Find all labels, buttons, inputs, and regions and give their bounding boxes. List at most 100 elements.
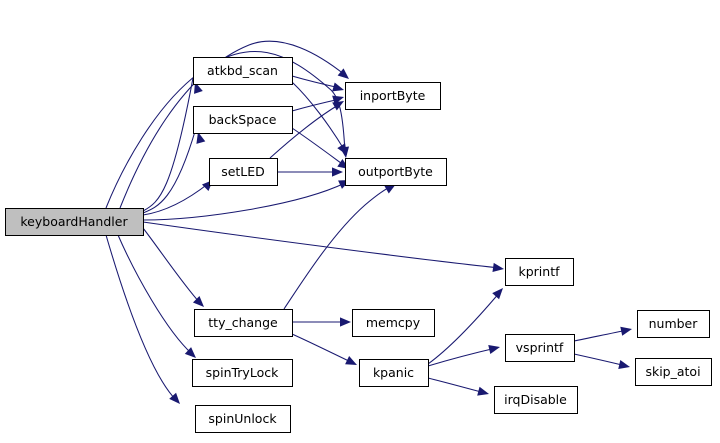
node-box[interactable] — [193, 106, 293, 134]
edge-keyboardHandler-to-setLED — [142, 180, 213, 216]
edge-line — [142, 182, 210, 216]
edge-vsprintf-to-skip_atoi — [573, 353, 630, 370]
arrowhead-icon — [337, 143, 347, 155]
arrowhead-icon — [384, 184, 396, 194]
edge-line — [119, 40, 346, 209]
node-irqDisable[interactable]: irqDisable — [494, 386, 578, 414]
node-label: irqDisable — [504, 392, 567, 407]
edge-line — [142, 227, 201, 304]
edge-line — [291, 127, 346, 167]
arrowhead-icon — [332, 101, 344, 111]
edge-tty_change-to-kpanic — [291, 333, 357, 365]
edge-line — [142, 77, 194, 212]
edge-tty_change-to-memcpy — [292, 317, 351, 327]
arrowhead-icon — [196, 132, 206, 144]
node-keyboardHandler[interactable]: keyboardHandler — [5, 208, 144, 236]
edge-kpanic-to-vsprintf — [427, 344, 500, 367]
node-label: kprintf — [518, 264, 560, 279]
edge-vsprintf-to-number — [573, 326, 632, 342]
edge-line — [427, 291, 501, 365]
node-box[interactable] — [494, 386, 578, 414]
edge-line — [142, 127, 197, 214]
node-inportByte[interactable]: inportByte — [345, 82, 441, 110]
node-box[interactable] — [505, 258, 574, 286]
edge-keyboardHandler-to-tty_change — [142, 227, 204, 307]
node-label: number — [649, 316, 699, 331]
edge-line — [573, 329, 629, 342]
node-kprintf[interactable]: kprintf — [505, 258, 574, 286]
edge-line — [427, 377, 486, 394]
node-box[interactable] — [5, 208, 144, 236]
edge-line — [105, 234, 177, 401]
arrowhead-icon — [184, 347, 196, 358]
arrowhead-icon — [618, 360, 630, 370]
edge-line — [573, 353, 627, 367]
nodes-layer: keyboardHandler atkbd_scan backSpace setLED… — [5, 57, 712, 433]
node-label: vsprintf — [516, 340, 564, 355]
edge-line — [283, 185, 393, 310]
node-kpanic[interactable]: kpanic — [359, 359, 429, 387]
edge-line — [142, 221, 501, 269]
arrowhead-icon — [345, 356, 357, 365]
edge-keyboardHandler-to-inportByte — [119, 40, 349, 209]
node-box[interactable] — [637, 310, 710, 338]
node-label: setLED — [221, 164, 265, 179]
node-tty_change[interactable]: tty_change — [194, 309, 293, 337]
arrowhead-icon — [340, 317, 351, 327]
edges-layer — [105, 40, 632, 404]
node-outportByte[interactable]: outportByte — [345, 158, 447, 186]
edge-kpanic-to-kprintf — [427, 288, 503, 365]
arrowhead-icon — [332, 167, 343, 177]
node-spinUnlock[interactable]: spinUnlock — [195, 405, 291, 433]
node-atkbd_scan[interactable]: atkbd_scan — [193, 57, 293, 85]
node-box[interactable] — [195, 405, 291, 433]
node-label: spinUnlock — [208, 411, 277, 426]
node-box[interactable] — [192, 359, 293, 387]
arrowhead-icon — [337, 68, 349, 79]
node-skip_atoi[interactable]: skip_atoi — [635, 358, 712, 386]
node-label: kpanic — [373, 365, 414, 380]
node-memcpy[interactable]: memcpy — [352, 309, 435, 337]
node-box[interactable] — [194, 309, 293, 337]
node-box[interactable] — [193, 57, 293, 85]
node-label: tty_change — [208, 315, 278, 330]
node-box[interactable] — [359, 359, 429, 387]
edge-line — [142, 182, 346, 221]
node-label: memcpy — [366, 315, 421, 330]
arrowhead-icon — [169, 392, 180, 404]
arrowhead-icon — [477, 386, 489, 396]
node-label: outportByte — [358, 164, 433, 179]
arrowhead-icon — [192, 295, 204, 307]
arrowhead-icon — [492, 288, 503, 300]
node-box[interactable] — [505, 334, 575, 362]
node-box[interactable] — [352, 309, 435, 337]
edge-setLED-to-outportByte — [277, 167, 343, 177]
node-box[interactable] — [635, 358, 712, 386]
edge-line — [291, 333, 354, 364]
edge-setLED-to-inportByte — [269, 101, 344, 159]
edge-keyboardHandler-to-spinUnlock — [105, 234, 180, 404]
edge-line — [427, 347, 497, 367]
node-label: skip_atoi — [645, 364, 700, 379]
node-label: spinTryLock — [206, 365, 279, 380]
edge-keyboardHandler-to-atkbd_scan — [142, 77, 203, 212]
arrowhead-icon — [620, 326, 632, 336]
edge-tty_change-to-outportByte — [283, 184, 396, 310]
node-spinTryLock[interactable]: spinTryLock — [192, 359, 293, 387]
node-backSpace[interactable]: backSpace — [193, 106, 293, 134]
edge-keyboardHandler-to-kprintf — [142, 221, 504, 273]
arrowhead-icon — [488, 344, 500, 354]
arrowhead-icon — [492, 262, 504, 273]
edge-keyboardHandler-to-spinTryLock — [117, 234, 196, 358]
node-label: atkbd_scan — [207, 63, 278, 78]
node-box[interactable] — [345, 158, 447, 186]
node-number[interactable]: number — [637, 310, 710, 338]
node-setLED[interactable]: setLED — [209, 158, 278, 186]
node-vsprintf[interactable]: vsprintf — [505, 334, 575, 362]
node-box[interactable] — [345, 82, 441, 110]
node-label: keyboardHandler — [20, 214, 128, 229]
node-box[interactable] — [209, 158, 278, 186]
arrowhead-icon — [332, 82, 344, 92]
